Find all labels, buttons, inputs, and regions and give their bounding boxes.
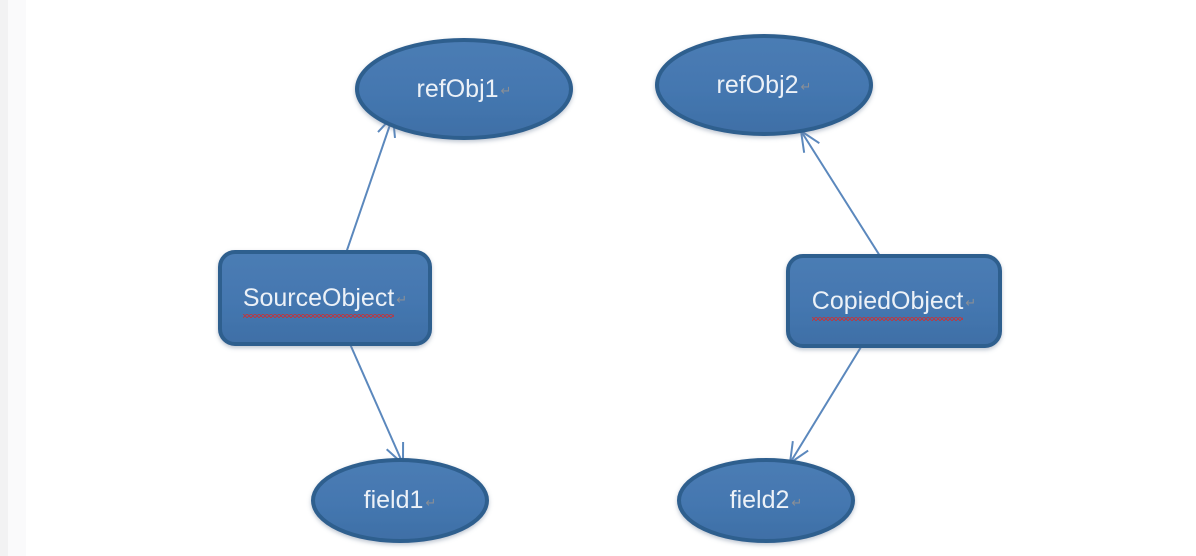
node-shape-copiedObject[interactable] — [786, 254, 1002, 348]
node-shape-sourceObject[interactable] — [218, 250, 432, 346]
connector-line — [789, 346, 862, 464]
arrowhead-barb-1 — [800, 130, 820, 145]
connector-layer — [344, 115, 881, 465]
node-shape-field1[interactable] — [311, 458, 489, 543]
connector-source-to-field1 — [349, 343, 405, 465]
connector-source-to-refObj1 — [344, 115, 396, 257]
connector-line — [800, 130, 881, 257]
connector-line — [344, 115, 394, 257]
node-shape-layer — [218, 34, 1002, 543]
arrowhead-barb-1 — [789, 441, 794, 464]
page-left-gutter-inner — [8, 0, 26, 556]
node-shape-field2[interactable] — [677, 458, 855, 543]
node-shape-refObj2[interactable] — [655, 34, 873, 136]
arrowhead-barb-2 — [800, 130, 806, 153]
connector-line — [349, 343, 404, 465]
page-left-gutter — [0, 0, 8, 556]
connector-copied-to-refObj2 — [800, 130, 881, 257]
node-shape-refObj1[interactable] — [355, 38, 573, 140]
connector-copied-to-field2 — [789, 346, 862, 464]
